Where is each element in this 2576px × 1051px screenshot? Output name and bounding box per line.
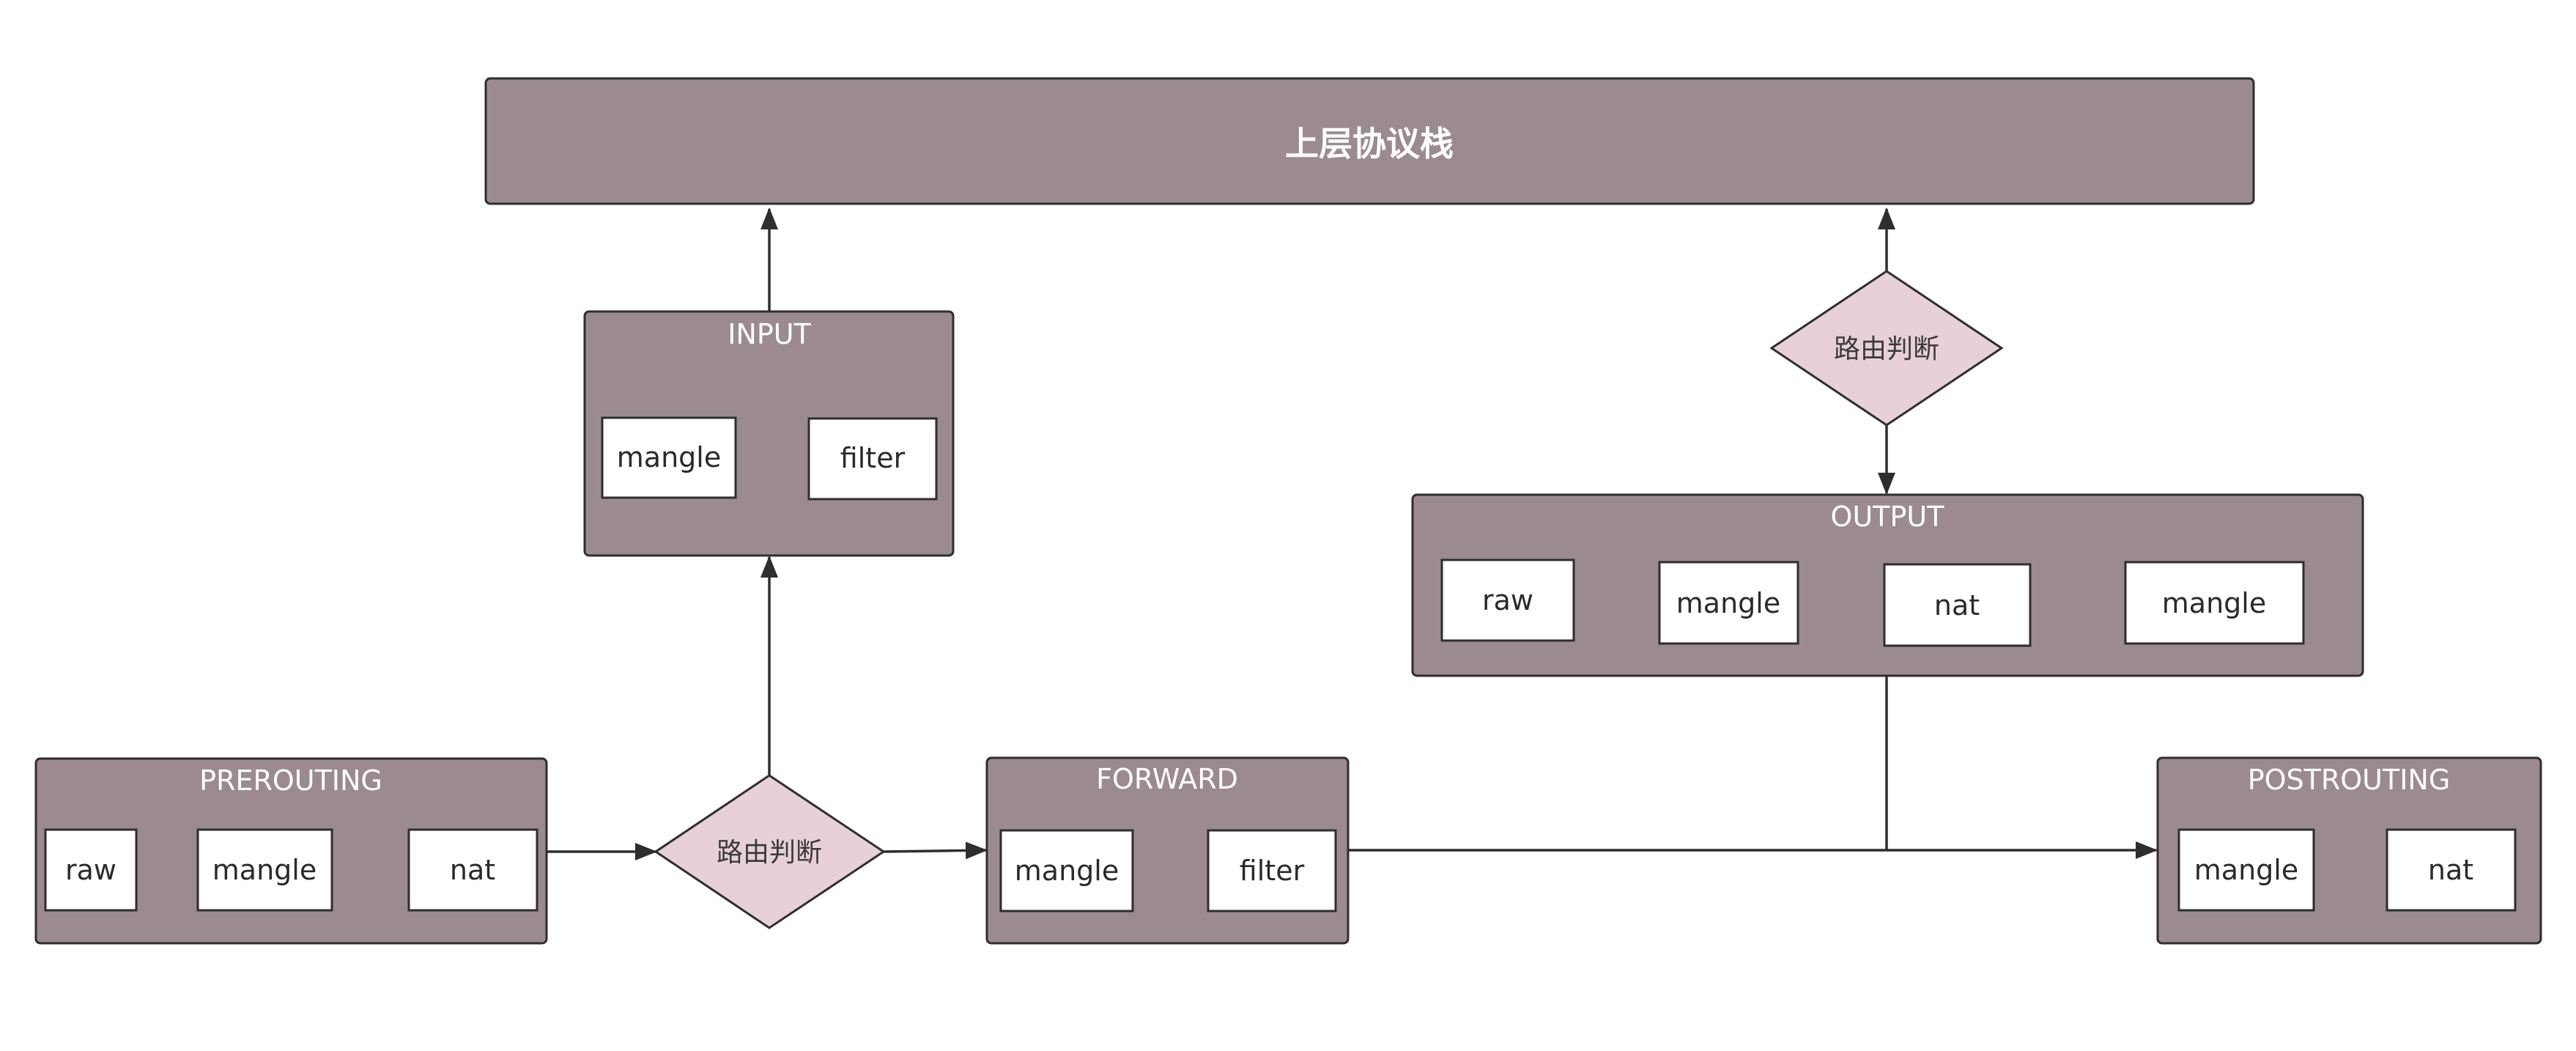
chain-input-title: INPUT — [728, 318, 811, 350]
table-output-nat: nat — [1883, 563, 2032, 647]
chain-prerouting-title: PREROUTING — [199, 764, 382, 797]
table-postrouting-nat: nat — [2386, 828, 2517, 912]
chain-prerouting: PREROUTING raw mangle nat — [34, 757, 548, 945]
edge-decision-to-forward — [883, 841, 988, 860]
table-forward-filter: filter — [1207, 829, 1337, 912]
svg-text:mangle: mangle — [212, 854, 317, 886]
table-prerouting-mangle: mangle — [196, 828, 333, 912]
table-input-filter: filter — [807, 417, 938, 501]
chain-forward: FORWARD mangle filter — [985, 756, 1350, 945]
upper-protocol-stack: 上层协议栈 — [484, 77, 2255, 205]
table-input-mangle: mangle — [601, 416, 737, 499]
table-postrouting-mangle: mangle — [2177, 828, 2315, 912]
svg-text:mangle: mangle — [2194, 854, 2298, 886]
svg-text:nat: nat — [450, 854, 495, 886]
svg-text:raw: raw — [65, 854, 116, 886]
chain-forward-title: FORWARD — [1096, 763, 1238, 795]
table-prerouting-nat: nat — [407, 828, 538, 912]
table-output-raw: raw — [1440, 558, 1575, 642]
svg-text:nat: nat — [2428, 854, 2473, 886]
routing-decision-prerouting-label: 路由判断 — [717, 838, 822, 868]
table-prerouting-raw: raw — [44, 828, 138, 912]
svg-text:filter: filter — [840, 442, 906, 474]
svg-text:mangle: mangle — [1676, 587, 1780, 619]
chain-output: OUTPUT raw mangle nat mangle — [1411, 493, 2364, 677]
chain-postrouting: POSTROUTING mangle nat — [2156, 756, 2542, 945]
table-output-mangle-2: mangle — [2124, 561, 2305, 645]
svg-text:mangle: mangle — [617, 441, 721, 473]
chain-postrouting-title: POSTROUTING — [2248, 764, 2451, 796]
chain-input: INPUT mangle filter — [583, 310, 955, 557]
routing-decision-output-label: 路由判断 — [1834, 334, 1939, 364]
svg-text:raw: raw — [1482, 584, 1533, 616]
table-output-mangle: mangle — [1658, 561, 1799, 645]
routing-decision-prerouting: 路由判断 — [654, 774, 886, 929]
svg-text:nat: nat — [1934, 589, 1980, 622]
table-forward-mangle: mangle — [999, 829, 1134, 912]
routing-decision-output: 路由判断 — [1769, 270, 2004, 427]
svg-text:filter: filter — [1240, 855, 1305, 887]
stack-label: 上层协议栈 — [1285, 124, 1454, 163]
svg-text:mangle: mangle — [1015, 855, 1119, 887]
svg-text:mangle: mangle — [2162, 587, 2266, 619]
chain-output-title: OUTPUT — [1831, 501, 1945, 533]
